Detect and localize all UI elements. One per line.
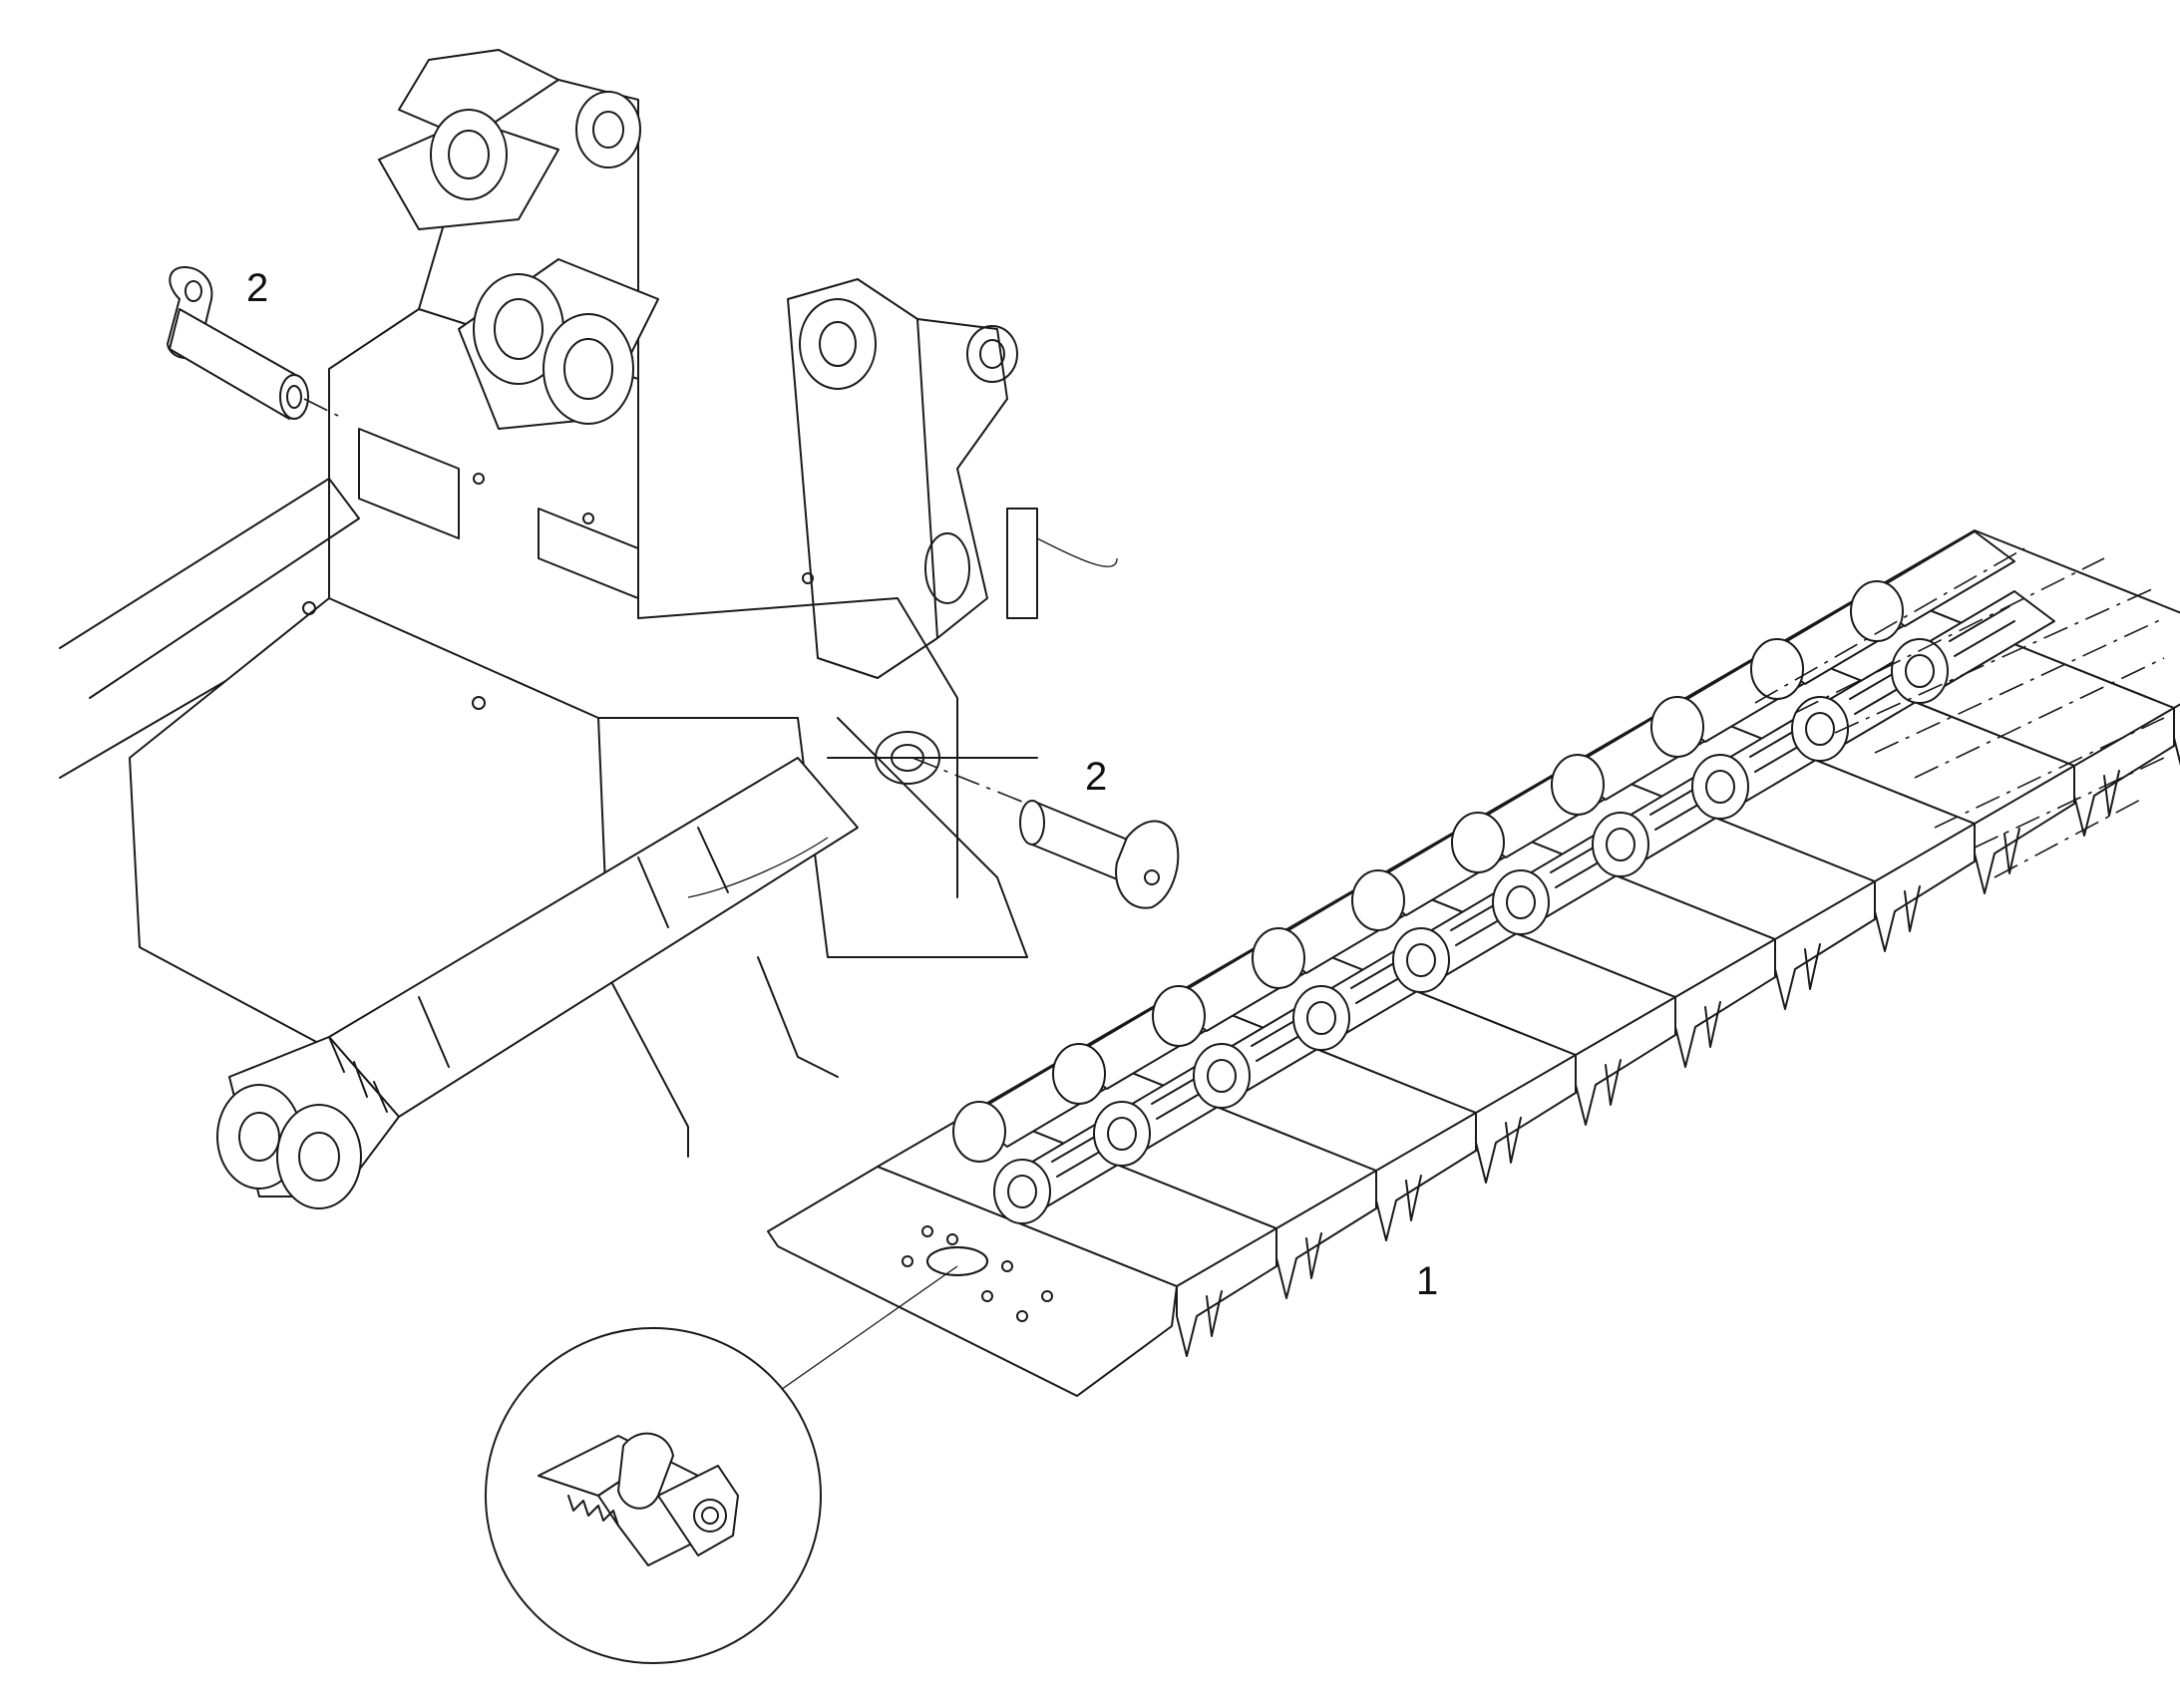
track-shoe-grouser-tooth xyxy=(1206,1290,1223,1337)
chain-link-bushing xyxy=(1691,754,1749,820)
chain-link-pin xyxy=(1007,1175,1037,1208)
track-shoe-grouser-tooth xyxy=(1704,1001,1721,1048)
chain-link-bushing xyxy=(1891,638,1949,704)
chain-link-bushing xyxy=(1392,927,1450,993)
callout-label-2-upper: 2 xyxy=(246,266,268,310)
track-shoe-grouser-tooth xyxy=(1804,943,1821,990)
chain-link-rear-bushing xyxy=(1152,985,1206,1047)
chain-link-rear-bushing xyxy=(1650,696,1704,758)
chain-link-pin xyxy=(1805,712,1835,746)
chain-link-rear-bushing xyxy=(1451,812,1505,873)
shoe-bolt-hole xyxy=(981,1290,993,1302)
hydraulic-cylinder xyxy=(216,757,859,1209)
chain-link-rear-bushing xyxy=(1252,927,1305,989)
chain-link-bushing xyxy=(1492,869,1550,935)
chain-link-pin xyxy=(1705,770,1735,804)
chain-link-rear-bushing xyxy=(1052,1043,1106,1105)
chain-link-rear-bushing xyxy=(1750,638,1804,700)
chain-link-rear-bushing xyxy=(1551,754,1605,816)
chain-link-bushing xyxy=(1592,812,1649,877)
chain-link-bushing xyxy=(1791,696,1849,762)
track-chain-assembly xyxy=(767,529,2180,1397)
chain-link-rear-bushing xyxy=(1351,869,1405,931)
chain-link-bushing xyxy=(1292,985,1350,1051)
shoe-bolt-hole xyxy=(946,1233,958,1245)
chain-link-bushing xyxy=(1193,1043,1251,1109)
chain-link-pin xyxy=(1207,1059,1237,1093)
shoe-bolt-hole xyxy=(921,1225,933,1237)
track-shoe-grouser-tooth xyxy=(1305,1232,1322,1279)
track-shoe-grouser-tooth xyxy=(2103,770,2120,817)
pin-lower xyxy=(911,757,1180,909)
track-shoe-grouser-tooth xyxy=(2003,828,2020,874)
shoe-bolt-hole xyxy=(1016,1310,1028,1322)
chain-link-pin xyxy=(1406,943,1436,977)
shoe-bolt-hole xyxy=(1001,1260,1013,1272)
chain-link-pin xyxy=(1905,654,1935,688)
chain-link-pin xyxy=(1506,885,1536,919)
chain-link-window xyxy=(1949,605,2015,657)
track-shoe-grouser-tooth xyxy=(1405,1175,1422,1221)
chain-link-pin xyxy=(1606,828,1635,861)
chain-link-pin xyxy=(1107,1117,1137,1151)
track-shoe-grouser-tooth xyxy=(1505,1117,1522,1164)
callout-label-2-lower: 2 xyxy=(1085,755,1107,799)
chain-link-pin xyxy=(1306,1001,1336,1035)
track-shoe-grouser-tooth xyxy=(1904,885,1921,932)
shoe-bolt-hole xyxy=(1041,1290,1053,1302)
chain-link-bushing xyxy=(1093,1101,1151,1167)
chain-link-rear-bushing xyxy=(1850,580,1904,642)
shoe-bolt-hole xyxy=(902,1255,913,1267)
centerline-extensions xyxy=(1754,547,2165,878)
track-shoe-grouser-tooth xyxy=(1605,1059,1622,1106)
detail-magnifier xyxy=(485,1246,988,1664)
chain-link-bushing xyxy=(993,1159,1051,1224)
pin-upper xyxy=(167,266,345,420)
track-shoe-grouser xyxy=(2173,707,2180,767)
callout-label-1: 1 xyxy=(1416,1259,1438,1303)
chain-link-rear-bushing xyxy=(952,1101,1006,1163)
